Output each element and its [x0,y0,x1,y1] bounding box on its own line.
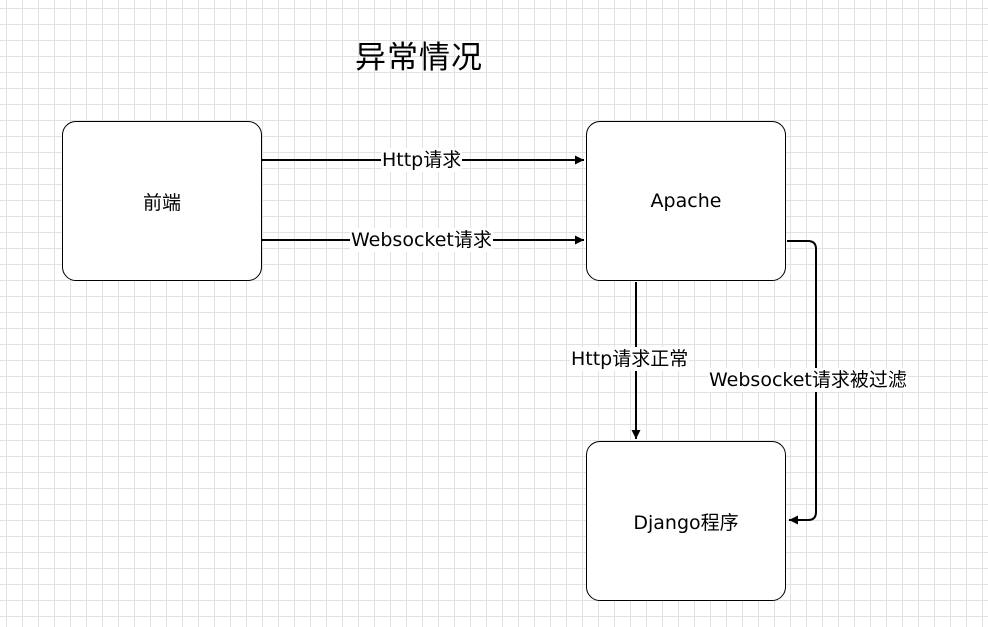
node-apache-label: Apache [650,190,722,212]
edge-label-websocket-request: Websocket请求 [350,228,493,252]
edge-label-websocket-filtered: Websocket请求被过滤 [708,368,908,392]
node-django-label: Django程序 [633,511,739,534]
edge-label-http-ok: Http请求正常 [570,347,690,371]
node-frontend[interactable]: 前端 [62,121,262,281]
edge-label-http-request: Http请求 [381,148,463,172]
node-apache[interactable]: Apache [586,121,786,281]
diagram-title: 异常情况 [355,40,483,76]
node-frontend-label: 前端 [142,191,181,214]
node-django[interactable]: Django程序 [586,441,786,601]
